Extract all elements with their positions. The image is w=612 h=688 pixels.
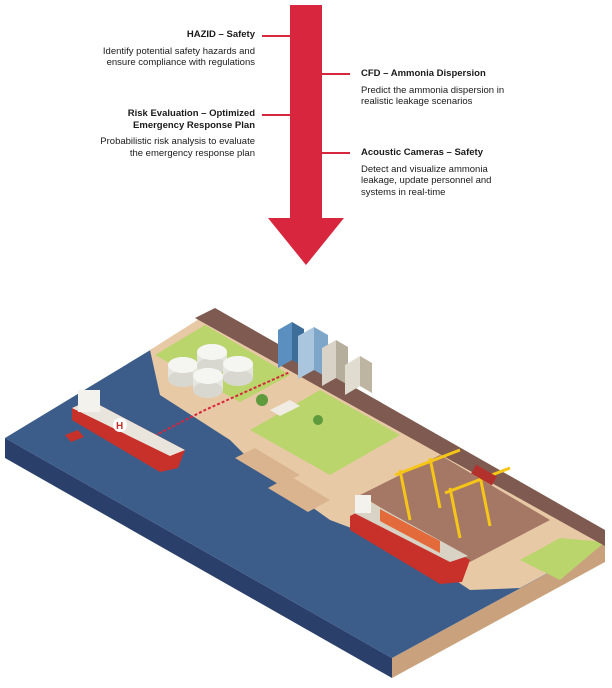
step-description: Identify potential safety hazards and en… xyxy=(102,45,255,69)
tree xyxy=(313,415,323,425)
step-cfd: CFD – Ammonia Dispersion Predict the amm… xyxy=(361,68,521,108)
port-illustration: H xyxy=(5,308,605,678)
step-description: Predict the ammonia dispersion in realis… xyxy=(361,84,505,108)
step-title: CFD – Ammonia Dispersion xyxy=(361,68,486,79)
jetty-right xyxy=(268,476,330,512)
base-side xyxy=(5,438,392,678)
step-acoustic: Acoustic Cameras – Safety Detect and vis… xyxy=(361,147,521,198)
connector-risk xyxy=(262,114,292,116)
connector-cfd xyxy=(322,73,350,75)
ammonia-pipeline xyxy=(149,371,291,439)
base-side-right xyxy=(392,542,605,678)
ship-logo-icon xyxy=(113,418,127,432)
grass-right xyxy=(520,538,605,580)
storage-tanks xyxy=(168,344,253,398)
gantry-cranes xyxy=(394,448,511,539)
step-description: Probabilistic risk analysis to evaluate … xyxy=(100,136,255,159)
step-title: Risk Evaluation – Optimized Emergency Re… xyxy=(127,108,255,131)
ship-logo: H xyxy=(116,421,123,432)
jetty-left xyxy=(235,448,300,485)
step-title: HAZID – Safety xyxy=(186,29,255,40)
truck xyxy=(471,464,497,486)
tug-boat xyxy=(65,430,84,442)
container-ship xyxy=(350,495,470,584)
road xyxy=(195,308,605,546)
step-hazid: HAZID – Safety Identify potential safety… xyxy=(100,29,255,69)
process-arrow xyxy=(268,5,344,265)
connector-hazid xyxy=(262,35,292,37)
city-buildings xyxy=(278,322,372,395)
connector-acoustic xyxy=(322,152,350,154)
step-risk: Risk Evaluation – Optimized Emergency Re… xyxy=(95,108,255,159)
tree xyxy=(256,394,268,406)
step-title: Acoustic Cameras – Safety xyxy=(361,147,483,158)
ammonia-carrier-ship: H xyxy=(72,390,185,472)
step-description: Detect and visualize ammonia leakage, up… xyxy=(361,163,492,198)
warehouse xyxy=(270,400,300,416)
